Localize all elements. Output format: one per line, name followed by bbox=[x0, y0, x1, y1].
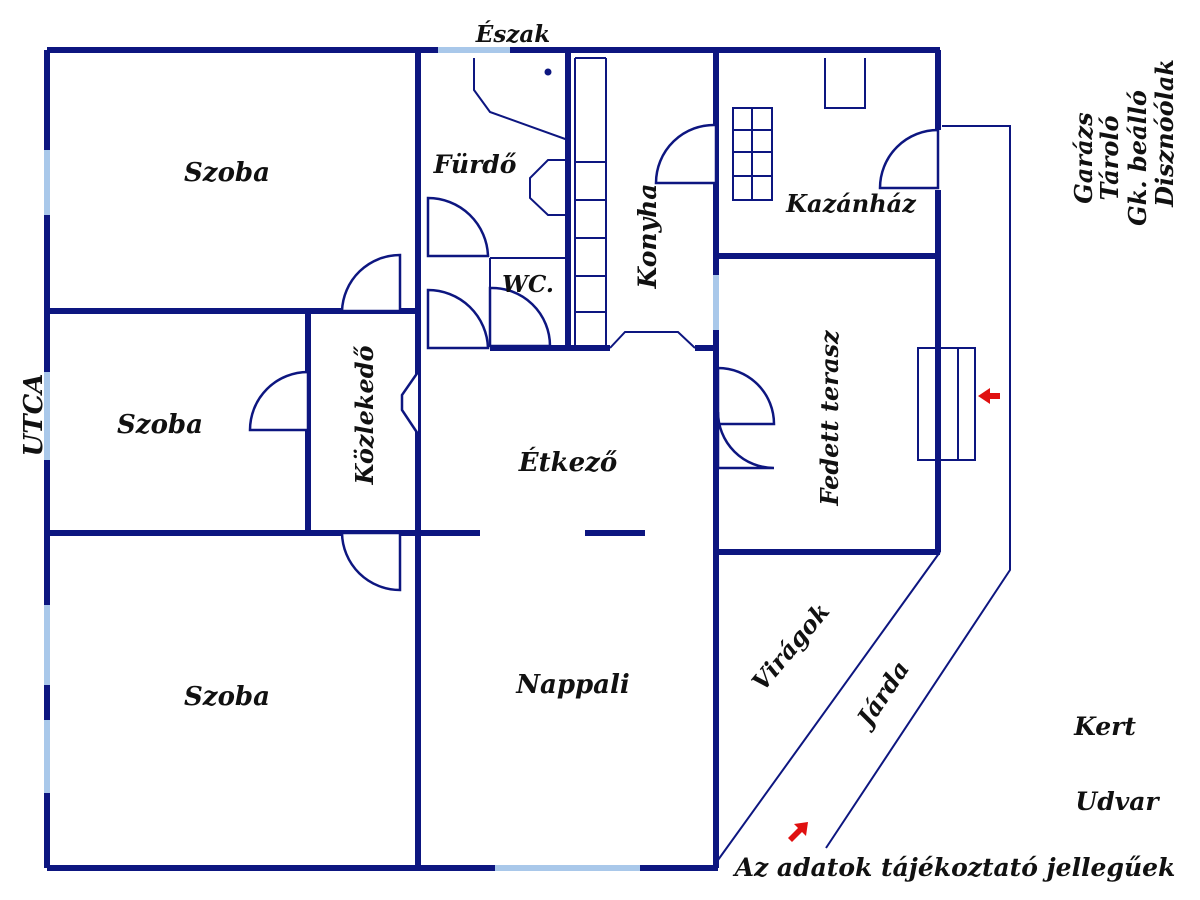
label-yard: Udvar bbox=[1075, 787, 1160, 816]
door-room2 bbox=[248, 370, 310, 432]
door-room3 bbox=[340, 531, 402, 592]
label-garden: Kert bbox=[1073, 712, 1136, 741]
bath-drain bbox=[544, 68, 552, 76]
bath-tub bbox=[473, 58, 569, 141]
label-covered-terrace: Fedett terasz bbox=[815, 329, 844, 507]
counter-segments bbox=[575, 161, 606, 313]
door-wc bbox=[426, 288, 490, 350]
label-bathroom: Fürdő bbox=[433, 150, 517, 179]
label-living-room: Nappali bbox=[515, 670, 630, 700]
label-dining: Étkező bbox=[518, 446, 618, 478]
label-garage: Garázs bbox=[1069, 112, 1098, 204]
sidewalk-inner bbox=[717, 551, 941, 861]
label-hallway: Közlekedő bbox=[350, 345, 379, 485]
label-room-top-left: Szoba bbox=[184, 158, 270, 188]
kitchen-door-jamb bbox=[609, 331, 696, 349]
doors bbox=[248, 123, 940, 592]
door-terrace-1 bbox=[716, 366, 776, 426]
thin-lines bbox=[473, 57, 1011, 861]
door-bath bbox=[426, 196, 490, 258]
bath-sink bbox=[529, 159, 568, 216]
label-kitchen: Konyha bbox=[633, 184, 662, 290]
label-storage: Tároló bbox=[1095, 116, 1124, 201]
red-arrow-up-right-icon bbox=[788, 822, 808, 842]
label-wc: WC. bbox=[502, 271, 554, 298]
label-car-parking: Gk. beálló bbox=[1123, 90, 1152, 226]
label-north: Észak bbox=[475, 21, 550, 48]
label-street: UTCA bbox=[19, 374, 49, 457]
label-room-mid-left: Szoba bbox=[117, 410, 203, 440]
terrace-steps bbox=[917, 347, 976, 461]
door-wc-inner bbox=[488, 286, 552, 348]
boiler-stairs bbox=[732, 107, 773, 201]
label-pigsty: Disznóólak bbox=[1150, 59, 1179, 208]
door-kitchen-boiler bbox=[654, 123, 718, 185]
windows bbox=[44, 47, 719, 871]
label-room-bottom-left: Szoba bbox=[184, 682, 270, 712]
label-disclaimer: Az adatok tájékoztató jellegűek bbox=[733, 853, 1176, 882]
label-flowers: Virágok bbox=[746, 597, 836, 696]
label-sidewalk: Járda bbox=[849, 655, 915, 734]
door-terrace-2 bbox=[716, 411, 775, 470]
door-room1 bbox=[340, 253, 402, 313]
boiler-chimney bbox=[824, 58, 866, 109]
kitchen-counter bbox=[574, 57, 607, 348]
red-arrow-left-icon bbox=[978, 388, 1000, 404]
door-boiler-outside bbox=[878, 128, 940, 190]
door-hallway-dining bbox=[400, 371, 420, 435]
sidewalk-outer bbox=[825, 125, 1011, 849]
label-boiler-room: Kazánház bbox=[785, 189, 917, 218]
